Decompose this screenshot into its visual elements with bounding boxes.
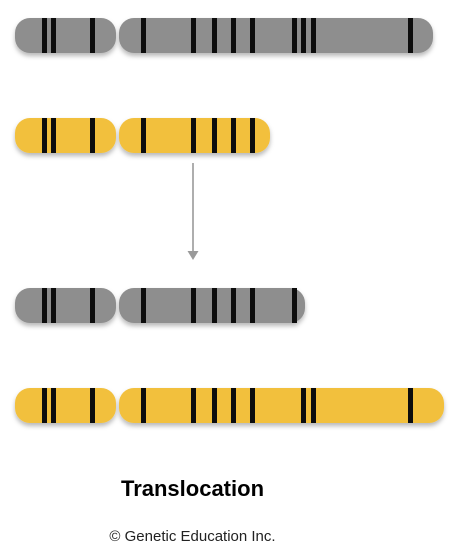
long-arm (119, 388, 444, 423)
short-arm (15, 288, 116, 323)
short-arm (15, 118, 116, 153)
grey-chromosome-original (15, 18, 433, 53)
bands (42, 388, 413, 423)
yellow-chromosome-derivative (15, 388, 444, 423)
bands (42, 118, 255, 153)
bands (42, 288, 297, 323)
long-arm (119, 18, 433, 53)
translocation-diagram (15, 18, 444, 423)
diagram-title: Translocation (120, 476, 265, 501)
down-arrow-icon (187, 163, 199, 260)
short-arm (15, 388, 116, 423)
copyright-credit: © Genetic Education Inc. (109, 528, 276, 545)
grey-chromosome-derivative (15, 288, 305, 323)
yellow-chromosome-original (15, 118, 270, 153)
short-arm (15, 18, 116, 53)
bands (42, 18, 413, 53)
